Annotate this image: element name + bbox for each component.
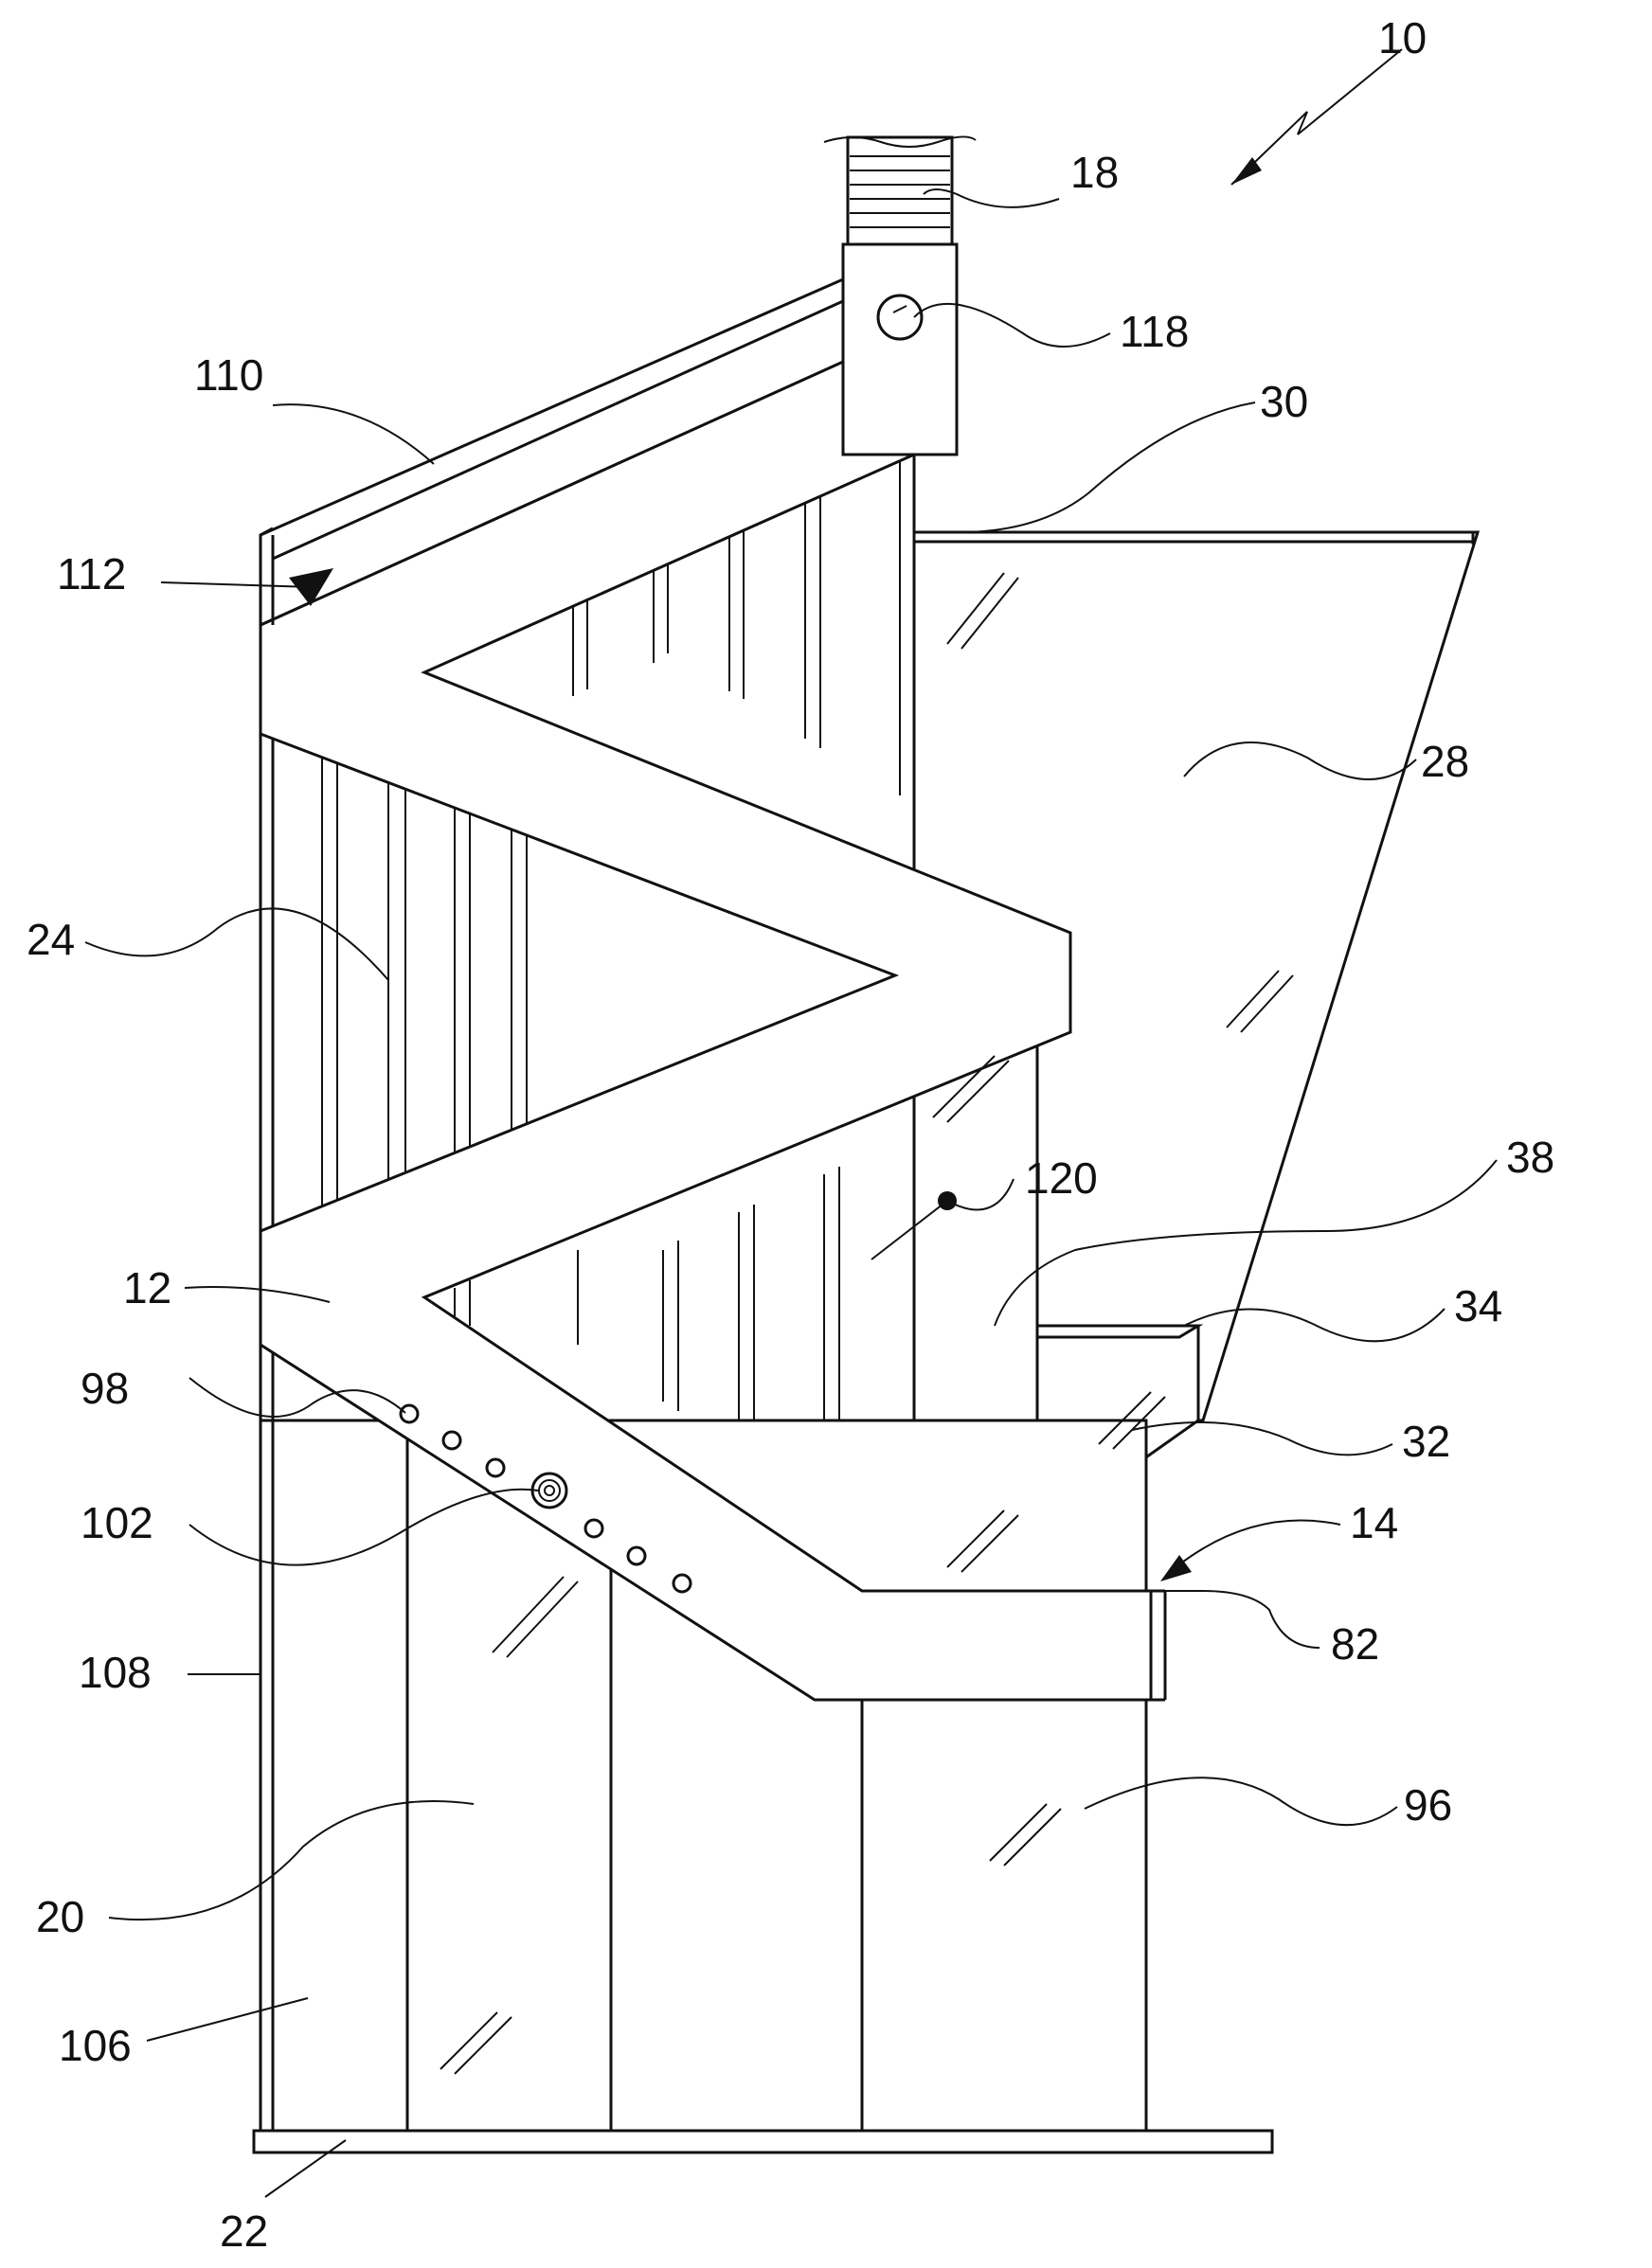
column-top bbox=[824, 136, 976, 455]
label-112: 112 bbox=[57, 549, 126, 598]
label-18: 18 bbox=[1070, 148, 1119, 197]
label-10: 10 bbox=[1378, 13, 1427, 63]
label-82: 82 bbox=[1331, 1619, 1379, 1669]
label-12: 12 bbox=[123, 1263, 171, 1313]
label-28: 28 bbox=[1421, 737, 1469, 786]
label-14: 14 bbox=[1350, 1498, 1398, 1547]
label-38: 38 bbox=[1506, 1133, 1554, 1182]
label-34: 34 bbox=[1454, 1281, 1502, 1330]
label-110: 110 bbox=[194, 350, 263, 400]
label-98: 98 bbox=[81, 1364, 129, 1413]
label-22: 22 bbox=[220, 2206, 268, 2256]
label-32: 32 bbox=[1402, 1417, 1450, 1466]
label-102: 102 bbox=[81, 1498, 153, 1547]
label-20: 20 bbox=[36, 1892, 84, 1941]
label-118: 118 bbox=[1120, 307, 1189, 356]
label-120: 120 bbox=[1025, 1153, 1098, 1203]
label-108: 108 bbox=[79, 1648, 152, 1697]
base-plate bbox=[254, 2131, 1272, 2152]
label-24: 24 bbox=[27, 915, 75, 964]
label-96: 96 bbox=[1404, 1780, 1452, 1830]
label-30: 30 bbox=[1260, 377, 1308, 426]
label-106: 106 bbox=[59, 2021, 132, 2070]
